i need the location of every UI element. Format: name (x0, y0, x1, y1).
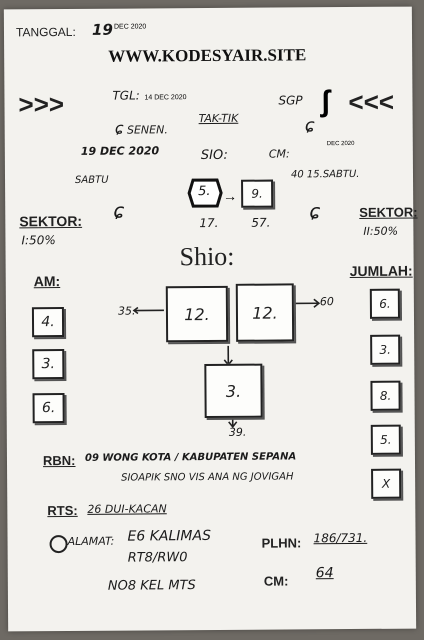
cm-bottom-label: CM: (263, 573, 289, 589)
diagram-bottom-num: 39. (228, 425, 247, 439)
sio-pentagon: 5. (187, 178, 223, 208)
rbn-line-1: 09 WONG KOTA / KABUPATEN SEPANA (84, 451, 297, 464)
rbn-label: RBN: (42, 452, 76, 469)
rts-label: RTS: (47, 502, 78, 519)
diagram-right-num: 60 (319, 295, 334, 309)
alamat-bullet (49, 535, 68, 554)
alamat-line-3: NO8 KEL MTS (107, 578, 196, 594)
diagram-box-bottom: 3. (204, 363, 263, 419)
alamat-line-2: RT8/RW0 (127, 550, 188, 566)
diagram-left-num: 35. (117, 304, 136, 318)
diagram-box-left: 12. (165, 285, 229, 343)
diagram-arrows (132, 298, 321, 429)
cm-bottom-value: 64 (315, 565, 334, 582)
diagram-box-right: 12. (235, 283, 295, 342)
plhn-value: 186/731. (313, 530, 368, 546)
alamat-label: ALAMAT: (67, 534, 115, 548)
rbn-line-2: SIOAPIK SNO VIS ANA NG JOVIGAH (121, 471, 294, 484)
plhn-label: PLHN: (261, 535, 302, 551)
alamat-line-1: E6 KALIMAS (127, 527, 212, 545)
coupon-sheet: TANGGAL: 19 DEC 2020 WWW.KODESYAIR.SITE … (3, 6, 418, 632)
rts-text: 26 DUI-KACAN (87, 502, 167, 516)
